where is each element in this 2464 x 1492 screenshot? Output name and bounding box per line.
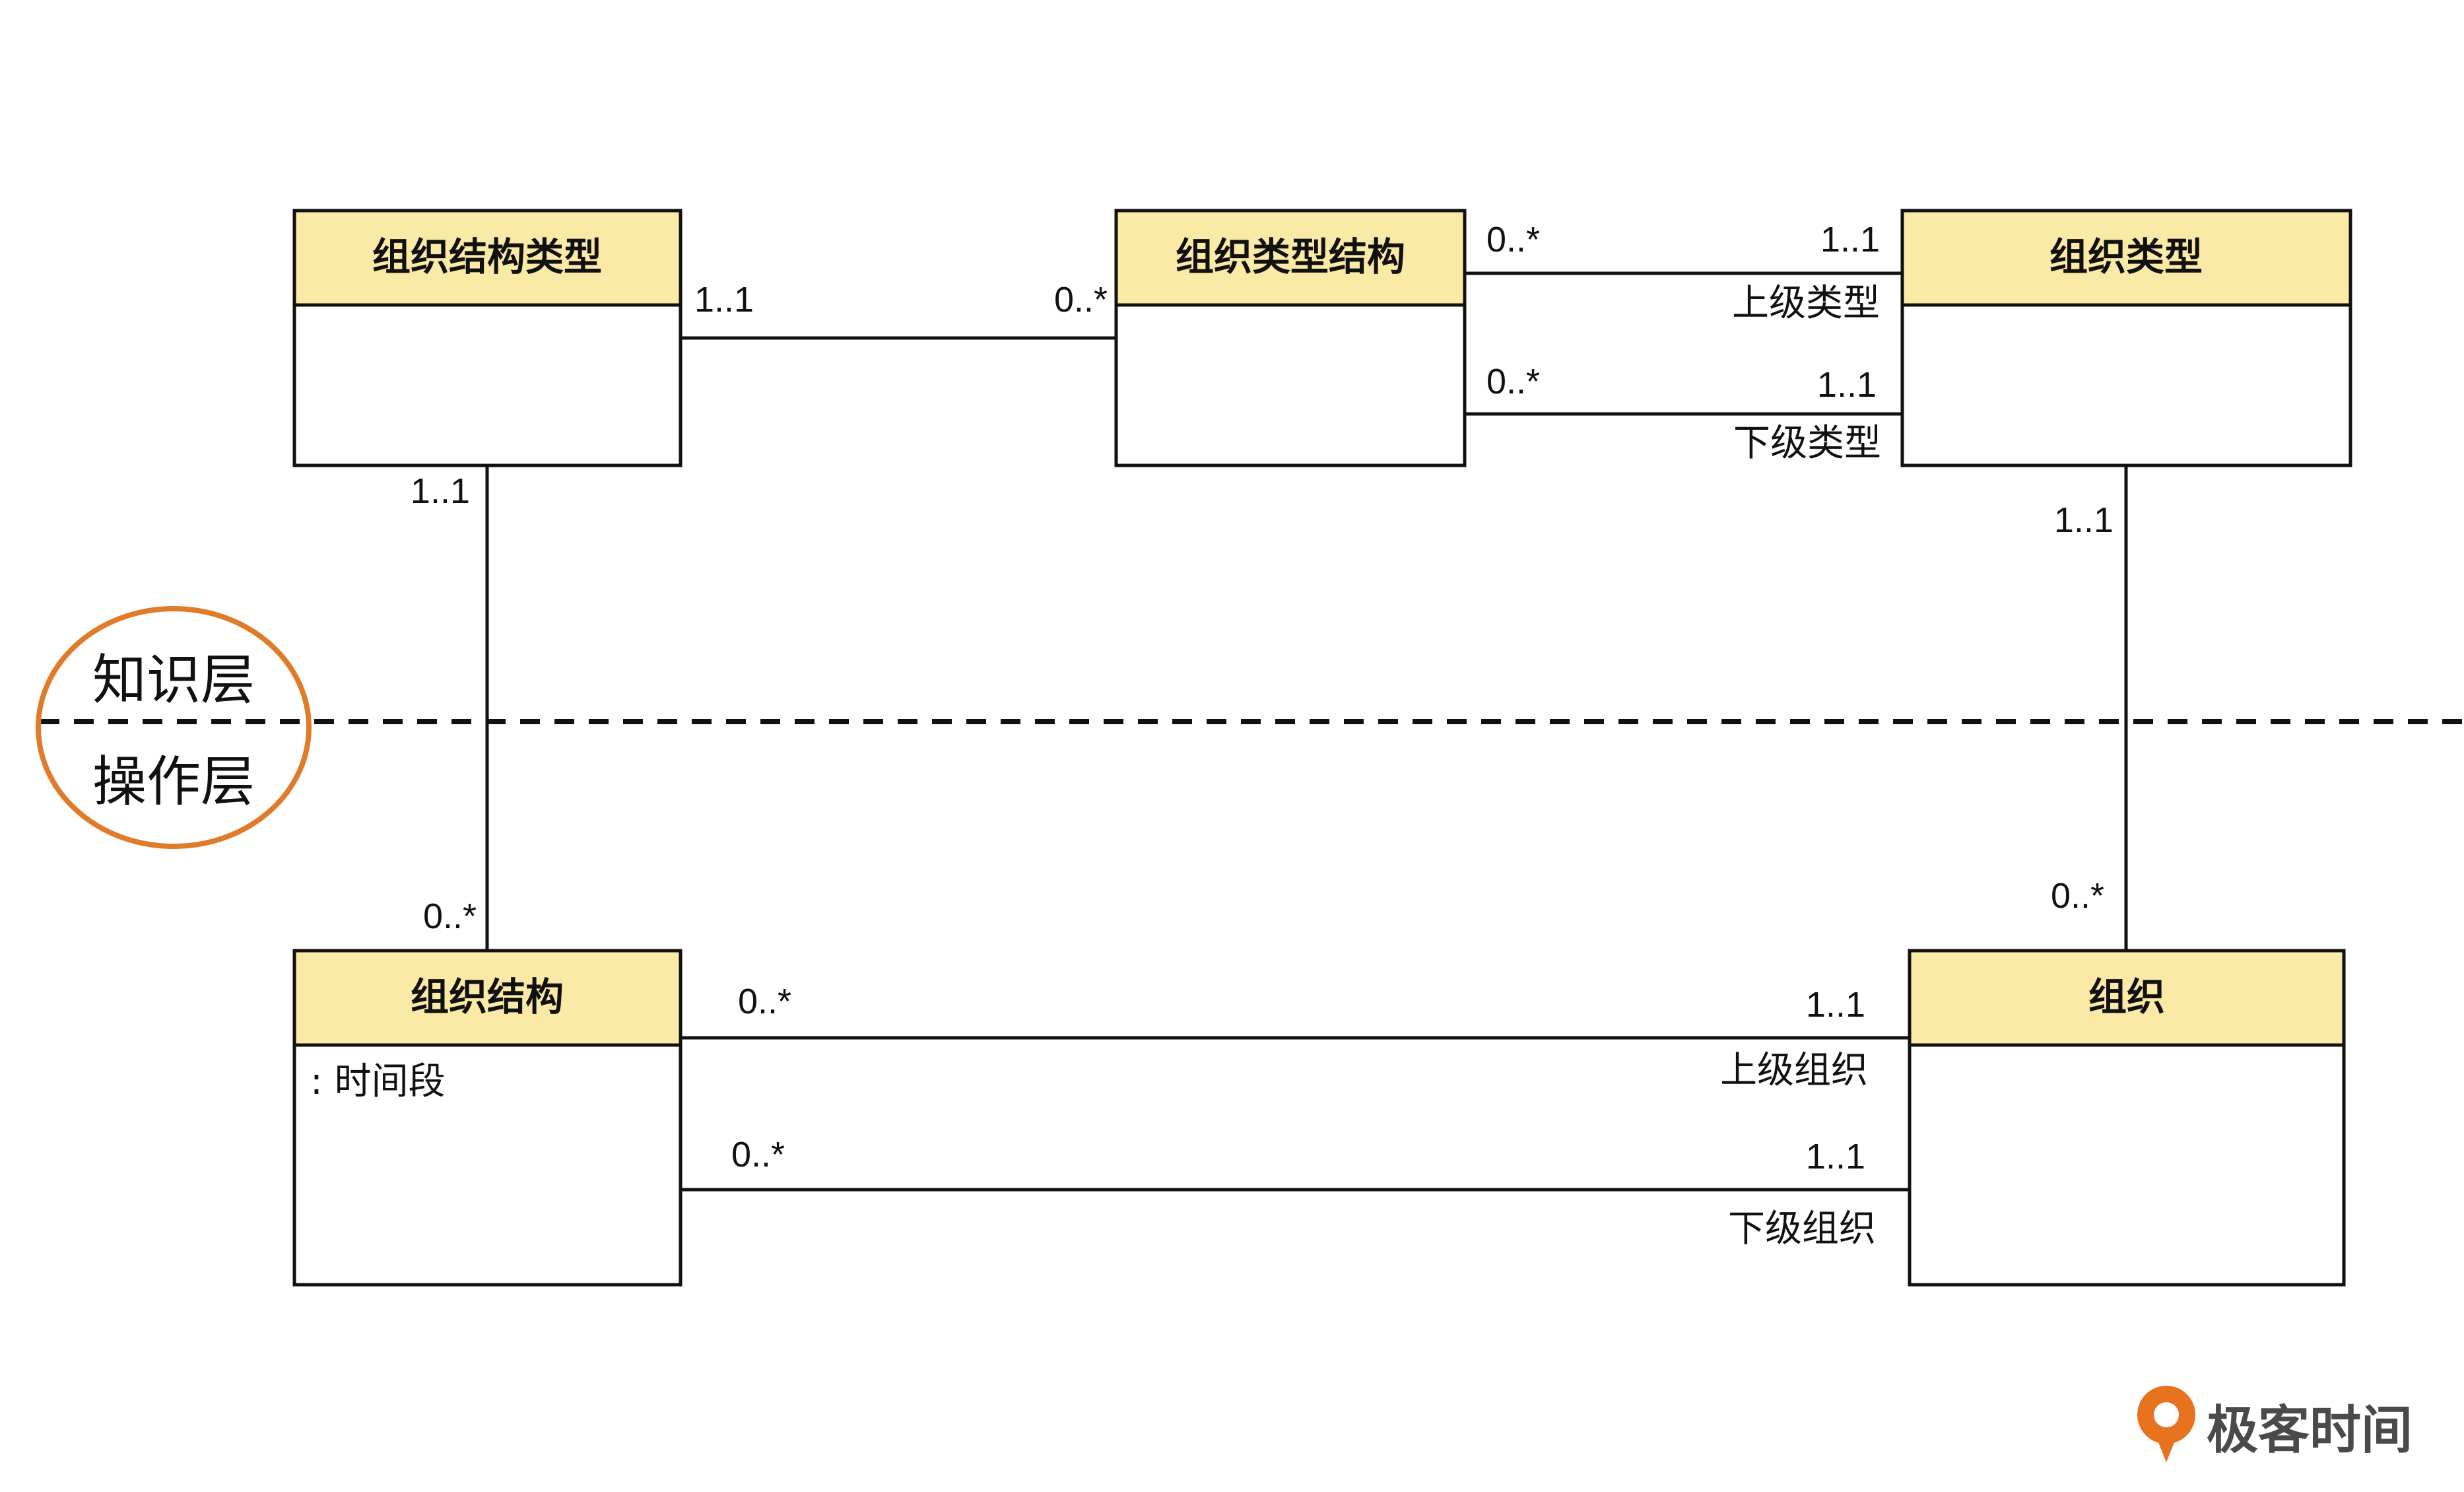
operation-layer-label: 操作层: [92, 751, 255, 813]
association-type-to-organization[interactable]: 1..1 0..*: [2051, 465, 2128, 951]
multiplicity-right: 1..1: [1806, 1137, 1865, 1176]
class-header: [1900, 209, 2352, 307]
multiplicity-bottom: 0..*: [2051, 876, 2104, 916]
multiplicity-right: 1..1: [1817, 365, 1877, 405]
class-body: [292, 1043, 683, 1287]
class-body: [1900, 303, 2352, 467]
class-name: 组织结构: [411, 974, 564, 1019]
association-structure-superior[interactable]: 0..* 1..1 上级组织: [681, 982, 1910, 1092]
multiplicity-right: 1..1: [1820, 220, 1880, 259]
multiplicity-right: 0..*: [1054, 280, 1108, 320]
multiplicity-right: 1..1: [1806, 985, 1865, 1025]
class-header: [1908, 949, 2346, 1047]
class-name: 组织: [2088, 974, 2165, 1019]
class-org-type-structure[interactable]: 组织类型结构: [1114, 209, 1467, 467]
class-organization[interactable]: 组织: [1908, 949, 2346, 1287]
class-body: [1114, 303, 1467, 467]
association-structure-subordinate[interactable]: 0..* 1..1 下级组织: [681, 1135, 1910, 1250]
multiplicity-top: 1..1: [2054, 500, 2114, 540]
role-label: 上级组织: [1720, 1049, 1868, 1092]
class-org-structure-type[interactable]: 组织结构类型: [292, 209, 683, 467]
multiplicity-left: 0..*: [731, 1135, 785, 1174]
class-attribute: : 时间段: [310, 1060, 446, 1103]
layer-circle: [36, 606, 312, 849]
class-org-structure[interactable]: 组织结构 : 时间段: [292, 949, 683, 1287]
class-org-type[interactable]: 组织类型: [1900, 209, 2352, 467]
geektime-logo-icon: [2137, 1386, 2195, 1462]
role-label: 上级类型: [1732, 282, 1880, 325]
class-name: 组织结构类型: [372, 234, 602, 279]
association-type-structure-subordinate[interactable]: 0..* 1..1 下级类型: [1465, 362, 1902, 465]
layer-marker: 知识层 操作层: [36, 606, 312, 849]
brand-watermark: 极客时间: [2137, 1386, 2413, 1462]
association-structure-type-to-structure[interactable]: 1..1 0..*: [411, 465, 489, 951]
multiplicity-left: 0..*: [1486, 362, 1540, 401]
role-label: 下级类型: [1733, 422, 1881, 465]
brand-name: 极客时间: [2207, 1401, 2413, 1460]
class-header: [292, 209, 683, 307]
role-label: 下级组织: [1728, 1207, 1876, 1250]
multiplicity-bottom: 0..*: [423, 897, 477, 936]
class-name: 组织类型结构: [1176, 234, 1405, 279]
class-header: [1114, 209, 1467, 307]
class-name: 组织类型: [2049, 234, 2203, 279]
class-body: [292, 303, 683, 467]
class-header: [292, 949, 683, 1047]
multiplicity-top: 1..1: [411, 471, 470, 511]
multiplicity-left: 0..*: [738, 982, 791, 1021]
multiplicity-left: 1..1: [694, 280, 754, 320]
association-type-structure-superior[interactable]: 0..* 1..1 上级类型: [1465, 220, 1902, 325]
association-structure-type-to-type-structure[interactable]: 1..1 0..*: [681, 280, 1116, 340]
multiplicity-left: 0..*: [1486, 220, 1540, 259]
class-body: [1908, 1043, 2346, 1287]
knowledge-layer-label: 知识层: [92, 649, 255, 712]
